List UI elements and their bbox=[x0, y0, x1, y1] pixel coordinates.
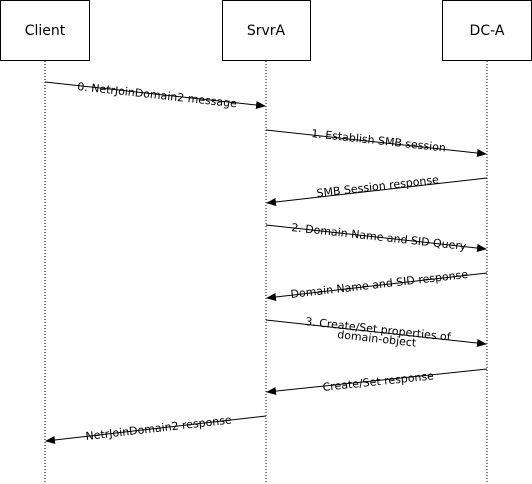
message-domain-response-arrow bbox=[266, 272, 488, 301]
participant-client: Client bbox=[0, 0, 90, 61]
dca-label: DC-A bbox=[470, 23, 505, 39]
message-0-label: 0. NetrJoinDomain2 message bbox=[77, 80, 238, 110]
message-join-response-arrow bbox=[45, 415, 267, 444]
message-3-arrow bbox=[265, 319, 487, 348]
message-join-response: NetrJoinDomain2 response bbox=[45, 413, 267, 444]
dca-box bbox=[442, 0, 532, 61]
message-smb-response: SMB Session response bbox=[266, 173, 488, 206]
message-1-arrow bbox=[265, 129, 487, 158]
client-label: Client bbox=[25, 23, 66, 39]
message-1-label: 1. Establish SMB session bbox=[311, 127, 447, 155]
message-2-arrow bbox=[265, 224, 487, 253]
message-join-response-label: NetrJoinDomain2 response bbox=[85, 413, 233, 443]
message-3: 3. Create/Set properties of domain-objec… bbox=[265, 315, 487, 350]
message-create-response-label: Create/Set response bbox=[322, 369, 435, 394]
client-box bbox=[0, 0, 90, 61]
message-2-label: 2. Domain Name and SID Query bbox=[291, 221, 468, 253]
srvra-box bbox=[222, 0, 311, 61]
message-domain-response-label: Domain Name and SID response bbox=[290, 268, 469, 301]
message-domain-response: Domain Name and SID response bbox=[266, 268, 488, 301]
message-smb-response-label: SMB Session response bbox=[316, 173, 440, 200]
message-1: 1. Establish SMB session bbox=[265, 127, 487, 158]
participant-dca: DC-A bbox=[442, 0, 532, 61]
srvra-label: SrvrA bbox=[247, 23, 286, 39]
message-create-response: Create/Set response bbox=[266, 368, 488, 396]
message-0: 0. NetrJoinDomain2 message bbox=[44, 80, 266, 110]
message-create-response-arrow bbox=[266, 368, 488, 396]
message-0-arrow bbox=[44, 81, 266, 110]
participant-srvra: SrvrA bbox=[222, 0, 311, 61]
message-2: 2. Domain Name and SID Query bbox=[265, 221, 487, 253]
message-smb-response-arrow bbox=[266, 177, 488, 206]
